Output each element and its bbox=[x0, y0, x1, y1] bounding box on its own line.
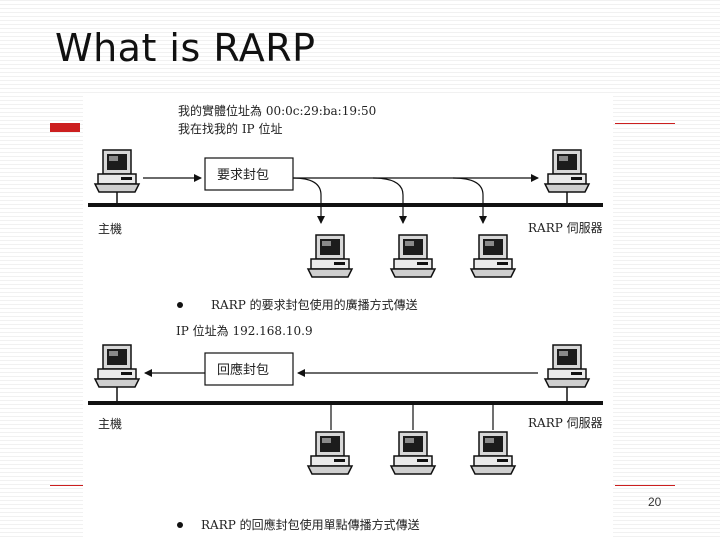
server-label: RARP 伺服器 bbox=[528, 416, 603, 430]
accent-bar-left bbox=[50, 123, 80, 132]
server-label: RARP 伺服器 bbox=[528, 221, 603, 235]
bullet-icon bbox=[177, 302, 183, 308]
lan-computer-icon bbox=[390, 431, 436, 475]
lan-computer-icon bbox=[470, 431, 516, 475]
broadcast-arrow-1 bbox=[292, 177, 325, 224]
host-computer-icon bbox=[94, 344, 140, 388]
bullet-text-2: RARP 的回應封包使用單點傳播方式傳送 bbox=[201, 517, 420, 532]
bullet-text-1: RARP 的要求封包使用的廣播方式傳送 bbox=[211, 297, 418, 312]
server-computer-icon bbox=[544, 344, 590, 388]
top-caption-2: 我在找我的 IP 位址 bbox=[178, 121, 282, 136]
lan-computer-icon bbox=[307, 431, 353, 475]
host-label: 主機 bbox=[98, 221, 122, 236]
reply-packet-label: 回應封包 bbox=[217, 362, 269, 378]
bullet-icon bbox=[177, 522, 183, 528]
slide-title: What is RARP bbox=[55, 26, 316, 70]
rarp-diagram: 我的實體位址為 00:0c:29:ba:19:50 我在找我的 IP 位址 要求… bbox=[83, 95, 613, 540]
broadcast-arrow-2 bbox=[372, 177, 407, 224]
top-caption-1: 我的實體位址為 00:0c:29:ba:19:50 bbox=[178, 103, 376, 118]
host-label: 主機 bbox=[98, 416, 122, 431]
lan-computer-icon bbox=[307, 234, 353, 278]
broadcast-arrow-3 bbox=[452, 177, 487, 224]
page-number: 20 bbox=[648, 495, 662, 509]
lan-computer-icon bbox=[390, 234, 436, 278]
server-computer-icon bbox=[544, 149, 590, 193]
request-packet-label: 要求封包 bbox=[217, 168, 269, 183]
accent-line-bottom-left bbox=[50, 485, 83, 486]
ip-caption: IP 位址為 192.168.10.9 bbox=[176, 323, 313, 338]
accent-line-bottom-right bbox=[615, 485, 675, 486]
rarp-diagram-svg: 我的實體位址為 00:0c:29:ba:19:50 我在找我的 IP 位址 要求… bbox=[88, 103, 603, 532]
request-packet-box bbox=[204, 157, 294, 191]
lan-computer-icon bbox=[470, 234, 516, 278]
accent-line-right bbox=[615, 123, 675, 124]
host-computer-icon bbox=[94, 149, 140, 193]
reply-packet-box bbox=[204, 352, 294, 386]
